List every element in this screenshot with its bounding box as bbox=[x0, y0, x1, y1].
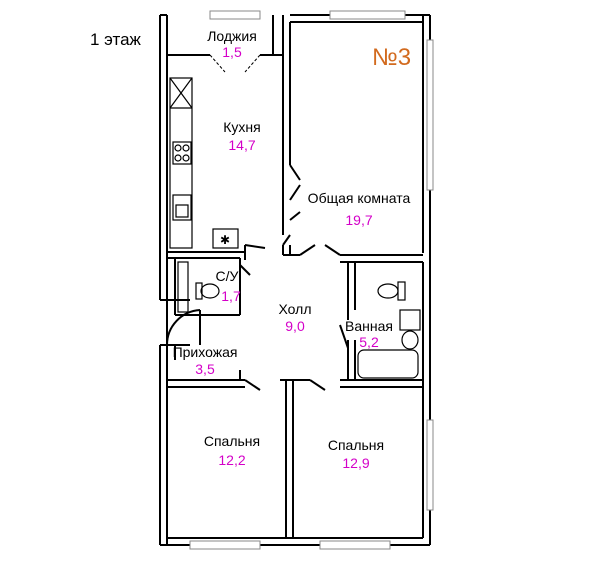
kitchen-living-wall bbox=[282, 22, 301, 255]
apartment-number: №3 bbox=[372, 44, 412, 71]
loggia-door bbox=[209, 54, 261, 73]
room-name-bedroom-2: Спальня bbox=[327, 437, 385, 453]
floor-label: 1 этаж bbox=[90, 30, 141, 49]
room-area-hall: 9,0 bbox=[285, 318, 305, 334]
kitchen-bottom-wall bbox=[167, 244, 423, 263]
room-name-bedroom-1: Спальня bbox=[203, 433, 261, 449]
room-area-bedroom-2: 12,9 bbox=[342, 455, 370, 471]
bathroom-fixtures bbox=[357, 281, 421, 379]
room-area-loggia: 1,5 bbox=[222, 44, 242, 60]
room-area-bathroom: 5,2 bbox=[359, 334, 379, 350]
room-area-wc: 1,7 bbox=[221, 288, 241, 304]
wc-toilet bbox=[177, 261, 220, 313]
room-name-hall: Холл bbox=[278, 301, 312, 317]
room-area-entry-hall: 3,5 bbox=[195, 361, 215, 377]
room-area-living-room: 19,7 bbox=[345, 212, 373, 228]
room-area-bedroom-1: 12,2 bbox=[218, 452, 246, 468]
room-name-bathroom: Ванная bbox=[345, 318, 393, 334]
room-name-living-room: Общая комната bbox=[307, 190, 411, 206]
room-name-entry-hall: Прихожая bbox=[172, 344, 238, 360]
kitchen-counter bbox=[169, 77, 239, 249]
bathroom-walls bbox=[339, 262, 356, 380]
bedrooms-walls bbox=[167, 379, 423, 538]
windows bbox=[189, 10, 434, 550]
outer-walls bbox=[159, 14, 431, 546]
room-name-wc: С/У bbox=[215, 268, 239, 284]
entry-door bbox=[165, 300, 201, 346]
room-name-loggia: Лоджия bbox=[207, 28, 257, 44]
vent-icon: ✱ bbox=[220, 233, 230, 247]
wc-walls bbox=[167, 257, 251, 316]
room-name-kitchen: Кухня bbox=[223, 119, 261, 135]
room-area-kitchen: 14,7 bbox=[228, 137, 256, 153]
